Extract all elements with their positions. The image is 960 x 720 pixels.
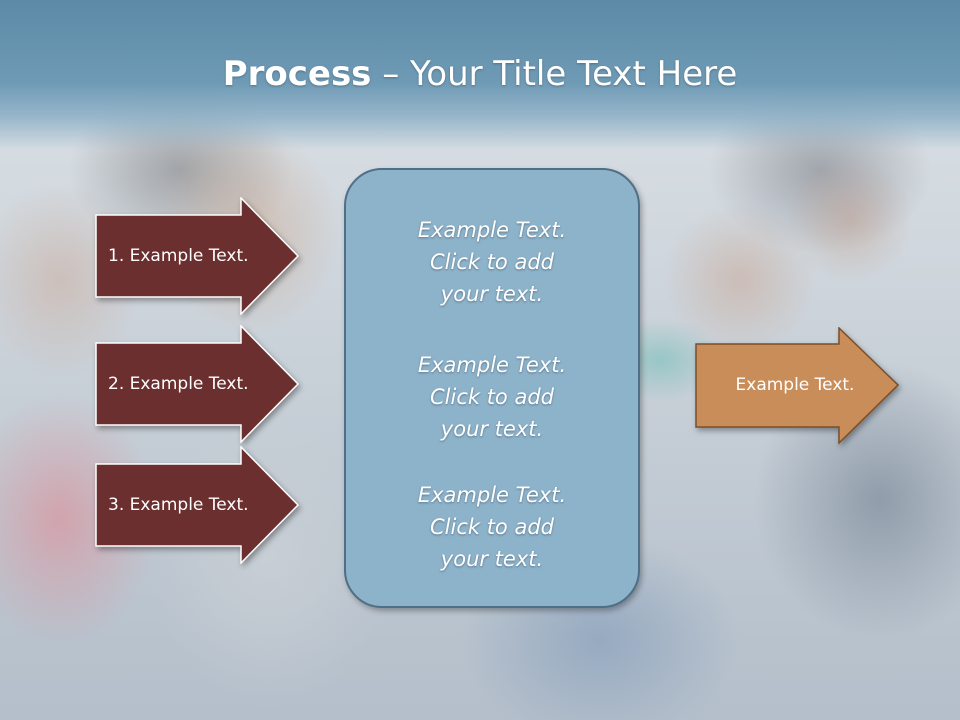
result-arrow[interactable]: Example Text. <box>695 327 899 445</box>
center-text-block-2[interactable]: Example Text. Click to add your text. <box>346 349 638 445</box>
arrow-right-icon <box>95 325 299 443</box>
title-band <box>0 0 960 150</box>
block-1-line-3: your text. <box>440 282 544 306</box>
block-3-line-3: your text. <box>440 547 544 571</box>
block-3-line-1: Example Text. <box>417 483 567 507</box>
block-1-line-2: Click to add <box>429 250 554 274</box>
center-text-box[interactable]: Example Text. Click to add your text. Ex… <box>344 168 640 608</box>
center-text-block-3[interactable]: Example Text. Click to add your text. <box>346 479 638 575</box>
step-arrow-2[interactable]: 2. Example Text. <box>95 325 299 443</box>
arrow-right-icon <box>95 446 299 564</box>
slide-title[interactable]: Process – Your Title Text Here <box>0 50 960 98</box>
block-1-line-1: Example Text. <box>417 218 567 242</box>
block-2-line-3: your text. <box>440 417 544 441</box>
arrow-right-icon <box>695 327 899 445</box>
block-2-line-2: Click to add <box>429 385 554 409</box>
step-arrow-2-label: 2. Example Text. <box>108 374 249 394</box>
title-bold-part: Process <box>222 54 372 94</box>
step-arrow-1-label: 1. Example Text. <box>108 246 249 266</box>
step-arrow-3-label: 3. Example Text. <box>108 495 249 515</box>
block-2-line-1: Example Text. <box>417 353 567 377</box>
title-rest-part: – Your Title Text Here <box>371 54 738 94</box>
step-arrow-3[interactable]: 3. Example Text. <box>95 446 299 564</box>
step-arrow-1[interactable]: 1. Example Text. <box>95 197 299 315</box>
center-text-block-1[interactable]: Example Text. Click to add your text. <box>346 214 638 310</box>
block-3-line-2: Click to add <box>429 515 554 539</box>
result-arrow-label: Example Text. <box>735 375 855 395</box>
arrow-right-icon <box>95 197 299 315</box>
